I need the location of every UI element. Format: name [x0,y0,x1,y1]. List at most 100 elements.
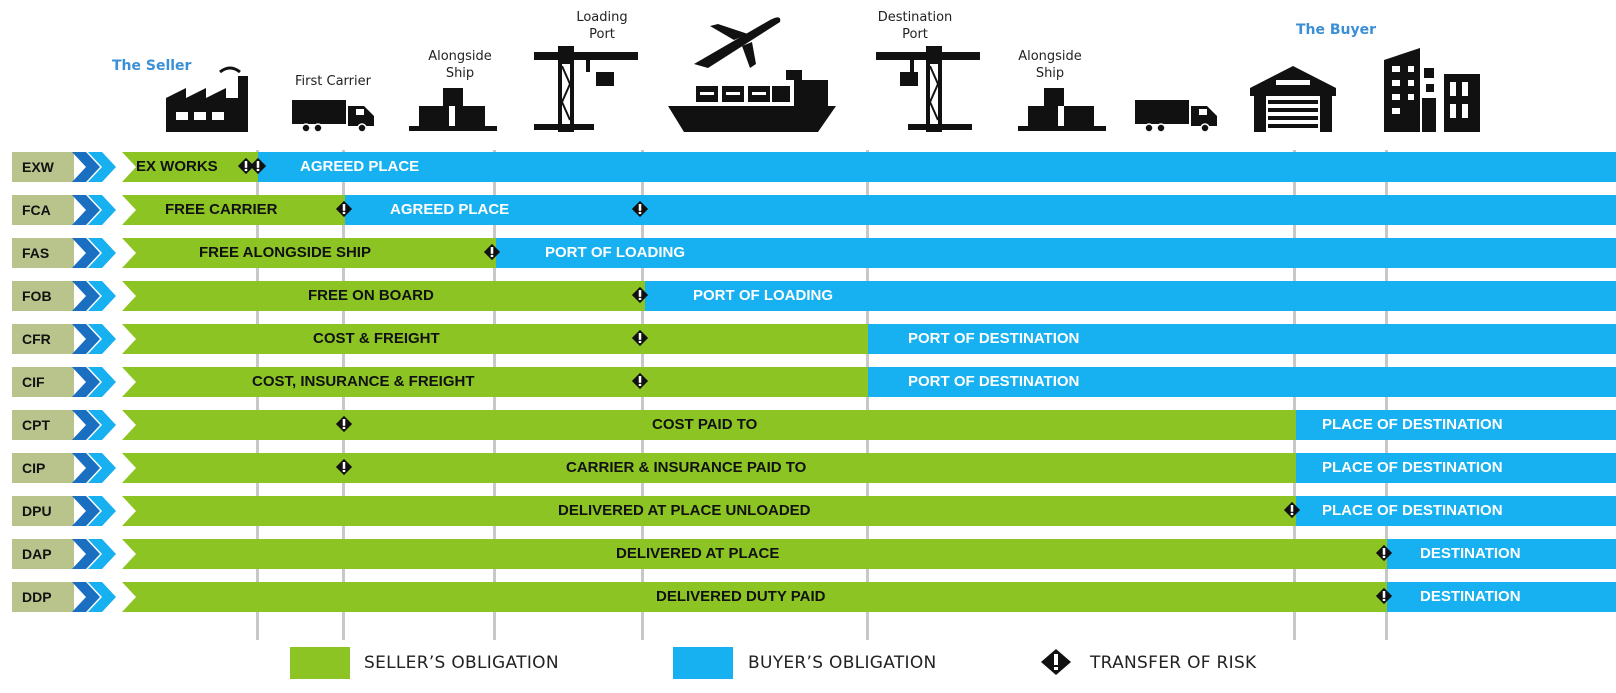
chevron-right-icon [72,582,116,612]
stage-first-carrier: First Carrier [295,74,371,89]
transfer-of-risk-icon [631,200,649,218]
buyer-obligation-bar [1387,582,1616,612]
legend-buyer-label: BUYER’S OBLIGATION [748,653,937,673]
seller-obligation-bar [122,238,496,268]
seller-obligation-label: DELIVERED AT PLACE [616,545,780,562]
incoterm-code: DPU [12,496,74,526]
seller-obligation-bar [122,410,1296,440]
incoterm-code: DDP [12,582,74,612]
transfer-of-risk-icon [249,157,267,175]
buyer-obligation-label: AGREED PLACE [300,158,420,175]
chevron-right-icon [72,367,116,397]
legend-risk-icon [1041,649,1071,675]
seller-obligation-label: COST, INSURANCE & FREIGHT [252,373,475,390]
transfer-of-risk-icon [631,329,649,347]
transfer-of-risk-icon [1283,501,1301,519]
incoterm-row-dap: DAP DELIVERED AT PLACE DESTINATION [0,539,1616,569]
seller-obligation-bar [122,195,345,225]
incoterm-code: CFR [12,324,74,354]
factory-icon [166,66,248,132]
buyer-obligation-label: PORT OF DESTINATION [908,330,1080,347]
chevron-right-icon [72,195,116,225]
buyer-obligation-bar [1296,496,1616,526]
transfer-of-risk-icon [1375,587,1393,605]
incoterm-code: EXW [12,152,74,182]
seller-obligation-label: CARRIER & INSURANCE PAID TO [566,459,807,476]
seller-obligation-bar [122,539,1387,569]
seller-obligation-label: COST PAID TO [652,416,758,433]
incoterm-row-cpt: CPT COST PAID TO PLACE OF DESTINATION [0,410,1616,440]
chevron-right-icon [72,453,116,483]
transfer-of-risk-icon [335,200,353,218]
legend-seller-label: SELLER’S OBLIGATION [364,653,559,673]
buyer-obligation-label: PLACE OF DESTINATION [1322,459,1503,476]
incoterm-row-fob: FOB FREE ON BOARD PORT OF LOADING [0,281,1616,311]
chevron-right-icon [72,539,116,569]
incoterm-row-exw: EXW EX WORKS AGREED PLACE [0,152,1616,182]
seller-obligation-label: FREE CARRIER [165,201,278,218]
transfer-of-risk-icon [631,286,649,304]
buyer-obligation-label: PLACE OF DESTINATION [1322,416,1503,433]
seller-obligation-label: DELIVERED AT PLACE UNLOADED [558,502,811,519]
chevron-right-icon [72,324,116,354]
port-crane-icon [534,46,638,132]
transfer-of-risk-icon [237,157,255,175]
seller-obligation-bar [122,367,868,397]
buyer-label: The Buyer [1296,22,1377,38]
buyer-obligation-label: PORT OF LOADING [693,287,833,304]
truck-icon [292,100,374,133]
buyer-obligation-bar [345,195,1616,225]
incoterm-code: FOB [12,281,74,311]
seller-obligation-bar [122,453,1296,483]
legend-buyer-swatch [673,647,733,679]
warehouse-icon [1250,66,1336,132]
chevron-right-icon [72,281,116,311]
chevron-right-icon [72,496,116,526]
buyer-obligation-label: AGREED PLACE [390,201,510,218]
buyer-obligation-label: PLACE OF DESTINATION [1322,502,1503,519]
port-crane-icon [876,46,980,132]
buyer-obligation-bar [496,238,1616,268]
cargo-ship-icon [668,70,836,132]
incoterm-code: DAP [12,539,74,569]
office-building-icon [1384,48,1480,132]
seller-obligation-bar [122,496,1296,526]
seller-obligation-label: COST & FREIGHT [313,330,440,347]
transfer-of-risk-icon [631,372,649,390]
buyer-obligation-bar [868,324,1616,354]
buyer-obligation-bar [868,367,1616,397]
seller-obligation-label: FREE ALONGSIDE SHIP [199,244,371,261]
seller-obligation-bar [122,582,1387,612]
cargo-pallet-icon [1018,88,1106,131]
chevron-right-icon [72,152,116,182]
seller-obligation-bar [122,152,258,182]
buyer-obligation-bar [1296,453,1616,483]
incoterm-code: FAS [12,238,74,268]
transfer-of-risk-icon [483,243,501,261]
truck-icon [1135,100,1217,133]
seller-obligation-bar [122,281,645,311]
buyer-obligation-bar [1296,410,1616,440]
buyer-obligation-bar [258,152,1616,182]
incoterm-code: CIP [12,453,74,483]
chevron-right-icon [72,410,116,440]
incoterm-code: FCA [12,195,74,225]
transfer-of-risk-icon [1375,544,1393,562]
seller-obligation-label: DELIVERED DUTY PAID [656,588,826,605]
buyer-obligation-bar [645,281,1616,311]
legend-risk-label: TRANSFER OF RISK [1090,653,1257,673]
incoterm-code: CPT [12,410,74,440]
chevron-right-icon [72,238,116,268]
seller-obligation-label: EX WORKS [136,158,218,175]
incoterm-row-fca: FCA FREE CARRIER AGREED PLACE [0,195,1616,225]
buyer-obligation-label: PORT OF DESTINATION [908,373,1080,390]
seller-obligation-label: FREE ON BOARD [308,287,434,304]
incoterm-row-cfr: CFR COST & FREIGHT PORT OF DESTINATION [0,324,1616,354]
transfer-of-risk-icon [335,458,353,476]
buyer-obligation-label: DESTINATION [1420,545,1521,562]
